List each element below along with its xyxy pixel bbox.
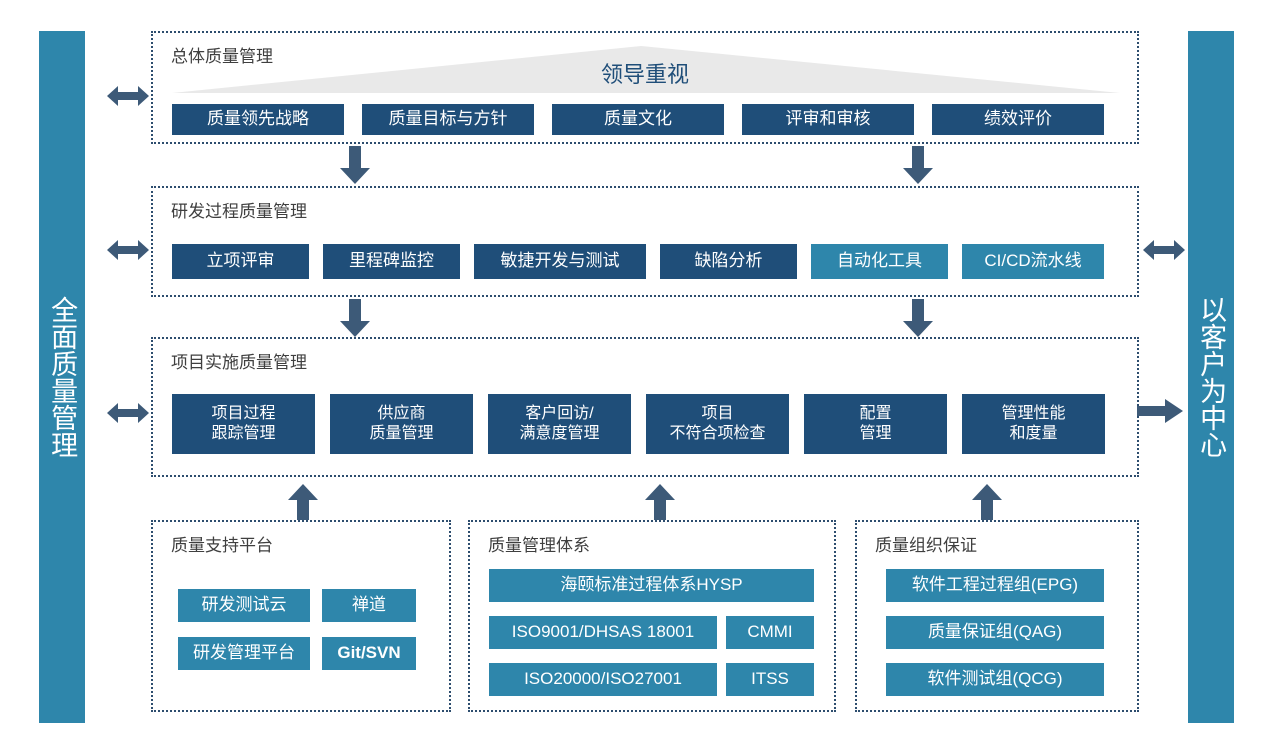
box-line1: 配置 (859, 405, 892, 423)
box-line1: 项目过程 (211, 405, 276, 423)
box-line1: 客户回访/ (525, 405, 594, 423)
box-performance-evaluation[interactable]: 绩效评价 (932, 104, 1104, 135)
sidebar-right-customer-centric: 以客户为中心 (1188, 31, 1234, 723)
box-line2: 不符合项检查 (669, 425, 766, 442)
panel-rd-process-quality-management: 研发过程质量管理 (151, 186, 1139, 297)
sidebar-left-label: 全面质量管理 (47, 296, 78, 458)
box-iso9001-dhsas18001[interactable]: ISO9001/DHSAS 18001 (489, 616, 717, 649)
box-line2: 和度量 (1009, 425, 1058, 442)
box-project-initiation-review[interactable]: 立项评审 (172, 244, 309, 279)
sidebar-left-total-quality-management: 全面质量管理 (39, 31, 85, 723)
box-review-and-audit[interactable]: 评审和审核 (742, 104, 914, 135)
arrow-down-icon (903, 146, 933, 184)
box-line2: 质量管理 (369, 425, 434, 442)
box-cmmi[interactable]: CMMI (726, 616, 814, 649)
arrow-down-icon (903, 299, 933, 337)
panel-rd-label: 研发过程质量管理 (171, 202, 307, 221)
arrow-up-icon (645, 484, 675, 520)
box-qag-group[interactable]: 质量保证组(QAG) (886, 616, 1104, 649)
double-arrow-horizontal-icon (107, 84, 149, 108)
sidebar-right-label: 以客户为中心 (1196, 296, 1227, 458)
box-hysp-standard-process-system[interactable]: 海颐标准过程体系HYSP (489, 569, 814, 602)
box-line1: 管理性能 (1001, 405, 1066, 423)
box-quality-objectives-policy[interactable]: 质量目标与方针 (362, 104, 534, 135)
panel-system-label: 质量管理体系 (488, 536, 590, 555)
box-project-nonconformity-check[interactable]: 项目 不符合项检查 (646, 394, 789, 454)
arrow-down-icon (340, 146, 370, 184)
box-itss[interactable]: ITSS (726, 663, 814, 696)
panel-support-label: 质量支持平台 (171, 536, 273, 555)
box-customer-revisit-satisfaction[interactable]: 客户回访/ 满意度管理 (488, 394, 631, 454)
box-management-performance-metrics[interactable]: 管理性能 和度量 (962, 394, 1105, 454)
box-rd-management-platform[interactable]: 研发管理平台 (178, 637, 310, 670)
box-line2: 满意度管理 (519, 425, 600, 442)
box-qcg-group[interactable]: 软件测试组(QCG) (886, 663, 1104, 696)
box-zentao[interactable]: 禅道 (322, 589, 416, 622)
box-configuration-management[interactable]: 配置 管理 (804, 394, 947, 454)
box-quality-leading-strategy[interactable]: 质量领先战略 (172, 104, 344, 135)
box-quality-culture[interactable]: 质量文化 (552, 104, 724, 135)
box-defect-analysis[interactable]: 缺陷分析 (660, 244, 797, 279)
double-arrow-horizontal-icon (1143, 238, 1185, 262)
arrow-down-icon (340, 299, 370, 337)
arrow-up-icon (288, 484, 318, 520)
box-epg-group[interactable]: 软件工程过程组(EPG) (886, 569, 1104, 602)
box-rd-test-cloud[interactable]: 研发测试云 (178, 589, 310, 622)
box-cicd-pipeline[interactable]: CI/CD流水线 (962, 244, 1104, 279)
panel-org-label: 质量组织保证 (875, 536, 977, 555)
arrow-right-icon (1137, 398, 1183, 424)
box-git-svn[interactable]: Git/SVN (322, 637, 416, 670)
box-agile-dev-and-test[interactable]: 敏捷开发与测试 (474, 244, 646, 279)
box-line2: 跟踪管理 (211, 425, 276, 442)
panel-project-label: 项目实施质量管理 (171, 353, 307, 372)
box-line1: 项目 (701, 405, 734, 423)
double-arrow-horizontal-icon (107, 401, 149, 425)
panel-overall-label: 总体质量管理 (171, 47, 273, 66)
box-project-process-tracking[interactable]: 项目过程 跟踪管理 (172, 394, 315, 454)
box-milestone-monitoring[interactable]: 里程碑监控 (323, 244, 460, 279)
box-iso20000-iso27001[interactable]: ISO20000/ISO27001 (489, 663, 717, 696)
arrow-up-icon (972, 484, 1002, 520)
box-line2: 管理 (859, 425, 892, 442)
box-supplier-quality-management[interactable]: 供应商 质量管理 (330, 394, 473, 454)
box-line1: 供应商 (377, 405, 426, 423)
box-automation-tools[interactable]: 自动化工具 (811, 244, 948, 279)
double-arrow-horizontal-icon (107, 238, 149, 262)
leadership-banner-label: 领导重视 (600, 62, 689, 87)
